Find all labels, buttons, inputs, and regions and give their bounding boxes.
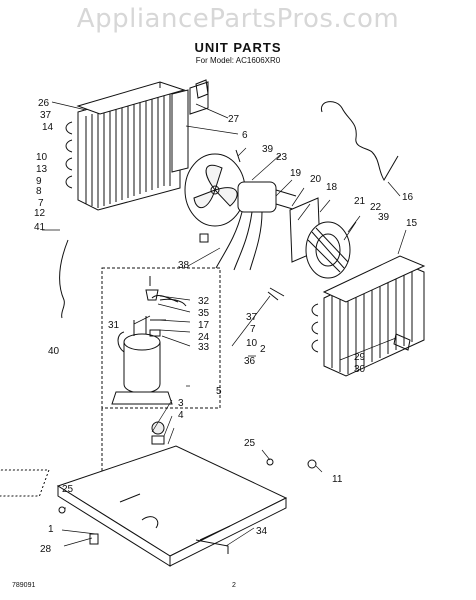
callout-25b: 25 bbox=[62, 484, 74, 495]
callout-4: 4 bbox=[178, 410, 184, 421]
fan-blade bbox=[184, 153, 246, 227]
callout-15: 15 bbox=[406, 218, 418, 229]
callout-labels: 26 37 14 10 13 9 8 7 12 41 27 6 39 23 19… bbox=[34, 98, 418, 555]
callout-16: 16 bbox=[402, 192, 414, 203]
callout-34: 34 bbox=[256, 526, 268, 537]
callout-2: 2 bbox=[260, 344, 266, 355]
callout-26: 26 bbox=[38, 98, 50, 109]
diagram-title: UNIT PARTS bbox=[194, 40, 282, 55]
compressor-box bbox=[101, 267, 221, 520]
callout-12: 12 bbox=[34, 208, 46, 219]
callout-39b: 39 bbox=[378, 212, 390, 223]
callout-8: 8 bbox=[36, 186, 42, 197]
callout-11: 11 bbox=[332, 474, 343, 485]
callout-28: 28 bbox=[40, 544, 52, 555]
callout-21: 21 bbox=[354, 196, 366, 207]
blower-wheel bbox=[289, 197, 351, 279]
callout-7a: 7 bbox=[38, 198, 44, 209]
callout-17: 17 bbox=[198, 320, 210, 331]
callout-30: 30 bbox=[354, 364, 366, 375]
callout-1: 1 bbox=[48, 524, 54, 535]
footer-code: 789091 bbox=[12, 582, 36, 589]
leader-lines bbox=[42, 101, 407, 547]
callout-10a: 10 bbox=[36, 152, 48, 163]
fan-motor bbox=[215, 181, 297, 271]
callout-32: 32 bbox=[198, 296, 210, 307]
callout-37b: 37 bbox=[246, 312, 258, 323]
callout-7b: 7 bbox=[250, 324, 256, 335]
callout-5: 5 bbox=[216, 386, 222, 397]
callout-38: 38 bbox=[178, 260, 190, 271]
shroud-bracket bbox=[171, 81, 209, 173]
callout-14: 14 bbox=[42, 122, 54, 133]
base-pan bbox=[0, 445, 288, 567]
callout-29: 29 bbox=[354, 352, 366, 363]
model-line: For Model: AC1606XR0 bbox=[195, 56, 281, 65]
callout-36: 36 bbox=[244, 356, 256, 367]
callout-39a: 39 bbox=[262, 144, 274, 155]
callout-40: 40 bbox=[48, 346, 60, 357]
callout-31: 31 bbox=[108, 320, 120, 331]
callout-20: 20 bbox=[310, 174, 322, 185]
callout-6: 6 bbox=[242, 130, 248, 141]
callout-18: 18 bbox=[326, 182, 338, 193]
callout-9: 9 bbox=[36, 176, 42, 187]
page-number: 2 bbox=[232, 582, 236, 589]
hardware bbox=[58, 79, 411, 554]
compressor bbox=[111, 295, 179, 405]
callout-25a: 25 bbox=[244, 438, 256, 449]
callout-23: 23 bbox=[276, 152, 288, 163]
callout-41: 41 bbox=[34, 222, 46, 233]
callout-35: 35 bbox=[198, 308, 210, 319]
callout-37a: 37 bbox=[40, 110, 52, 121]
callout-24: 24 bbox=[198, 332, 210, 343]
callout-10b: 10 bbox=[246, 338, 258, 349]
capillary-tube bbox=[320, 101, 399, 181]
condenser-coil bbox=[65, 81, 186, 211]
callout-19: 19 bbox=[290, 168, 302, 179]
callout-3: 3 bbox=[178, 398, 184, 409]
callout-13: 13 bbox=[36, 164, 48, 175]
evaporator-coil bbox=[311, 255, 426, 377]
terminal-parts bbox=[145, 276, 187, 337]
callout-22: 22 bbox=[370, 202, 382, 213]
callout-33: 33 bbox=[198, 342, 210, 353]
watermark: AppliancePartsPros.com bbox=[76, 4, 400, 34]
callout-27: 27 bbox=[228, 114, 240, 125]
